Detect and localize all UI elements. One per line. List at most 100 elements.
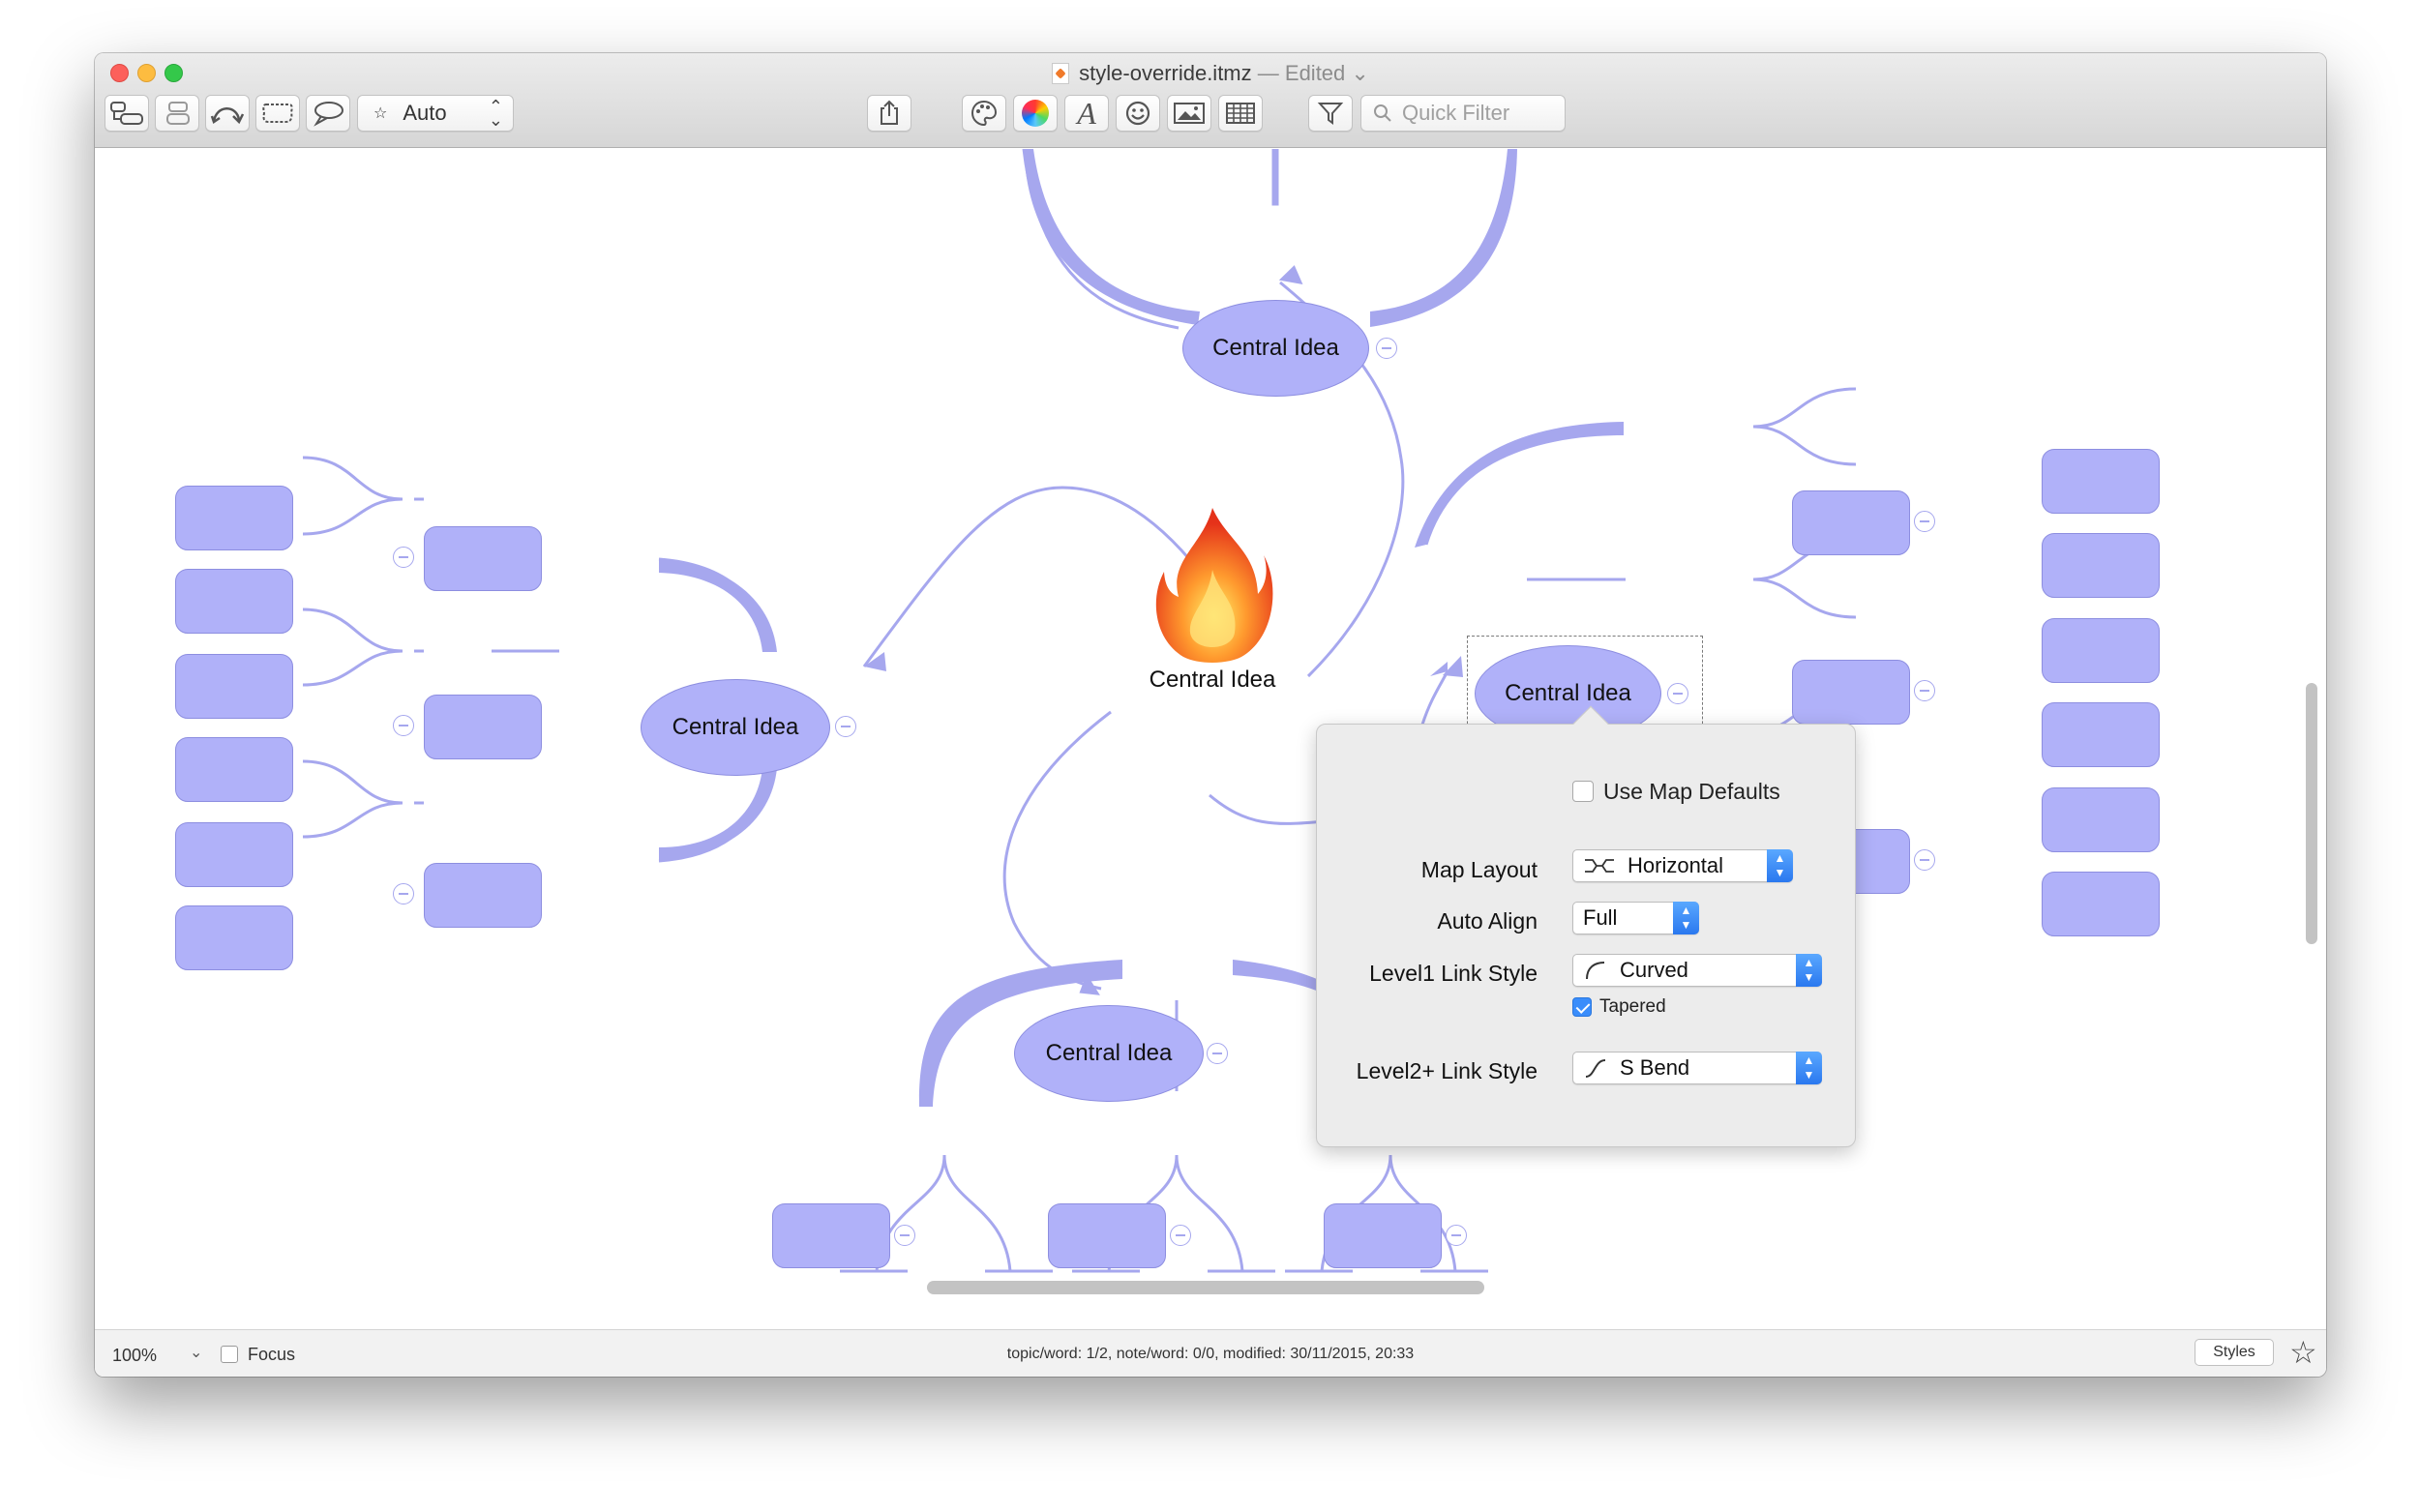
share-button[interactable] [867,95,911,132]
zoom-level[interactable]: 100% [112,1346,158,1365]
collapse-toggle[interactable] [1914,849,1935,871]
map-style-popover: Use Map Defaults Map Layout Horizontal ▲… [1316,705,1856,1147]
collapse-toggle[interactable] [1170,1225,1191,1246]
styles-button[interactable]: Styles [2195,1339,2274,1366]
layout-select[interactable]: ☆ Auto ⌃⌄ [357,95,514,132]
collapse-toggle[interactable] [393,715,414,736]
search-icon [1374,104,1391,122]
quick-filter-field[interactable]: Quick Filter [1360,95,1566,132]
main-topic-label: Central Idea [1045,1040,1173,1066]
collapse-toggle[interactable] [894,1225,915,1246]
collapse-toggle[interactable] [1914,680,1935,701]
subtopic-node[interactable] [2042,702,2160,767]
level2-link-style-popup[interactable]: S Bend ▲▼ [1572,1052,1822,1084]
subtopic-node[interactable] [175,737,293,802]
color-wheel-icon [1022,100,1049,127]
minimize-window-button[interactable] [137,64,156,82]
quick-filter-placeholder: Quick Filter [1402,101,1510,125]
boundary-button[interactable] [255,95,300,132]
main-topic-left[interactable]: Central Idea [641,679,830,776]
main-topic-label: Central Idea [1212,335,1339,361]
emoji-button[interactable] [1116,95,1160,132]
subtopic-node[interactable] [2042,618,2160,683]
focus-checkbox[interactable] [221,1346,238,1363]
subtopic-node[interactable] [1792,490,1910,555]
fire-icon [1155,508,1273,663]
map-canvas[interactable]: Central Idea Central Idea Central Idea C… [95,149,2326,1329]
central-topic-label: Central Idea [1149,667,1276,693]
subtopic-node[interactable] [424,863,542,928]
auto-align-popup[interactable]: Full ▲▼ [1572,902,1699,934]
curved-link-icon [1586,962,1605,980]
central-topic[interactable]: Central Idea [1130,502,1295,705]
collapse-toggle[interactable] [393,883,414,904]
collapse-toggle[interactable] [1446,1225,1467,1246]
window-title[interactable]: style-override.itmz — Edited ⌄ [95,59,2326,88]
chevron-down-icon: ⌄ [1351,61,1369,85]
edited-status: Edited [1284,61,1346,85]
style-button[interactable] [962,95,1006,132]
star-icon[interactable]: ☆ [2289,1335,2317,1370]
subtopic-node[interactable] [424,695,542,759]
subtopic-node[interactable] [2042,787,2160,852]
focus-label: Focus [248,1345,296,1364]
palette-icon [971,100,998,127]
fonts-button[interactable]: A [1064,95,1109,132]
map-layout-popup[interactable]: Horizontal ▲▼ [1572,849,1793,882]
subtopic-node[interactable] [1792,660,1910,725]
main-topic-bottom[interactable]: Central Idea [1014,1005,1204,1102]
collapse-toggle[interactable] [1376,338,1397,359]
vertical-scrollbar[interactable] [2306,683,2317,944]
add-subtopic-button[interactable] [155,95,199,132]
main-topic-top[interactable]: Central Idea [1182,300,1369,397]
level2-link-style-value: S Bend [1620,1055,1690,1080]
horizontal-scrollbar[interactable] [927,1281,1484,1294]
auto-align-label: Auto Align [1437,908,1538,934]
updown-chevron-icon: ▲▼ [1767,849,1793,882]
subtopic-node[interactable] [1048,1203,1166,1268]
collapse-toggle[interactable] [835,716,856,737]
level1-link-style-popup[interactable]: Curved ▲▼ [1572,954,1822,987]
filter-icon [1317,103,1344,125]
subtopic-node[interactable] [175,486,293,550]
callout-button[interactable] [306,95,350,132]
layout-select-value: Auto [403,101,447,125]
filter-button[interactable] [1308,95,1353,132]
tapered-checkbox[interactable] [1572,997,1592,1017]
updown-chevron-icon: ⌃⌄ [488,97,503,130]
close-window-button[interactable] [110,64,129,82]
collapse-toggle[interactable] [1914,511,1935,532]
titlebar: style-override.itmz — Edited ⌄ [95,53,2326,148]
callout-icon [314,102,343,127]
subtopic-node[interactable] [1324,1203,1442,1268]
table-button[interactable] [1218,95,1263,132]
subtopic-node[interactable] [175,569,293,634]
subtopic-node[interactable] [2042,449,2160,514]
add-topic-button[interactable] [105,95,149,132]
level2-link-style-label: Level2+ Link Style [1356,1058,1538,1083]
app-window: style-override.itmz — Edited ⌄ [95,53,2326,1377]
colors-button[interactable] [1013,95,1058,132]
zoom-window-button[interactable] [164,64,183,82]
main-topic-label: Central Idea [672,714,799,740]
subtopic-node[interactable] [175,822,293,887]
subtopic-node[interactable] [772,1203,890,1268]
subtopic-node[interactable] [424,526,542,591]
map-links [302,149,1857,1273]
subtopic-node[interactable] [175,654,293,719]
s-bend-link-icon [1585,1059,1606,1078]
collapse-toggle[interactable] [393,547,414,568]
level1-link-style-label: Level1 Link Style [1369,961,1538,986]
collapse-toggle[interactable] [1667,683,1688,704]
relationship-button[interactable] [205,95,250,132]
collapse-toggle[interactable] [1207,1043,1228,1064]
updown-chevron-icon: ▲▼ [1673,902,1699,934]
chevron-down-icon[interactable]: ⌄ [190,1345,203,1361]
document-filename: style-override.itmz [1079,61,1252,85]
map-layout-label: Map Layout [1420,857,1538,882]
image-button[interactable] [1167,95,1211,132]
use-map-defaults-checkbox[interactable] [1572,781,1594,802]
subtopic-node[interactable] [2042,872,2160,936]
subtopic-node[interactable] [175,905,293,970]
subtopic-node[interactable] [2042,533,2160,598]
